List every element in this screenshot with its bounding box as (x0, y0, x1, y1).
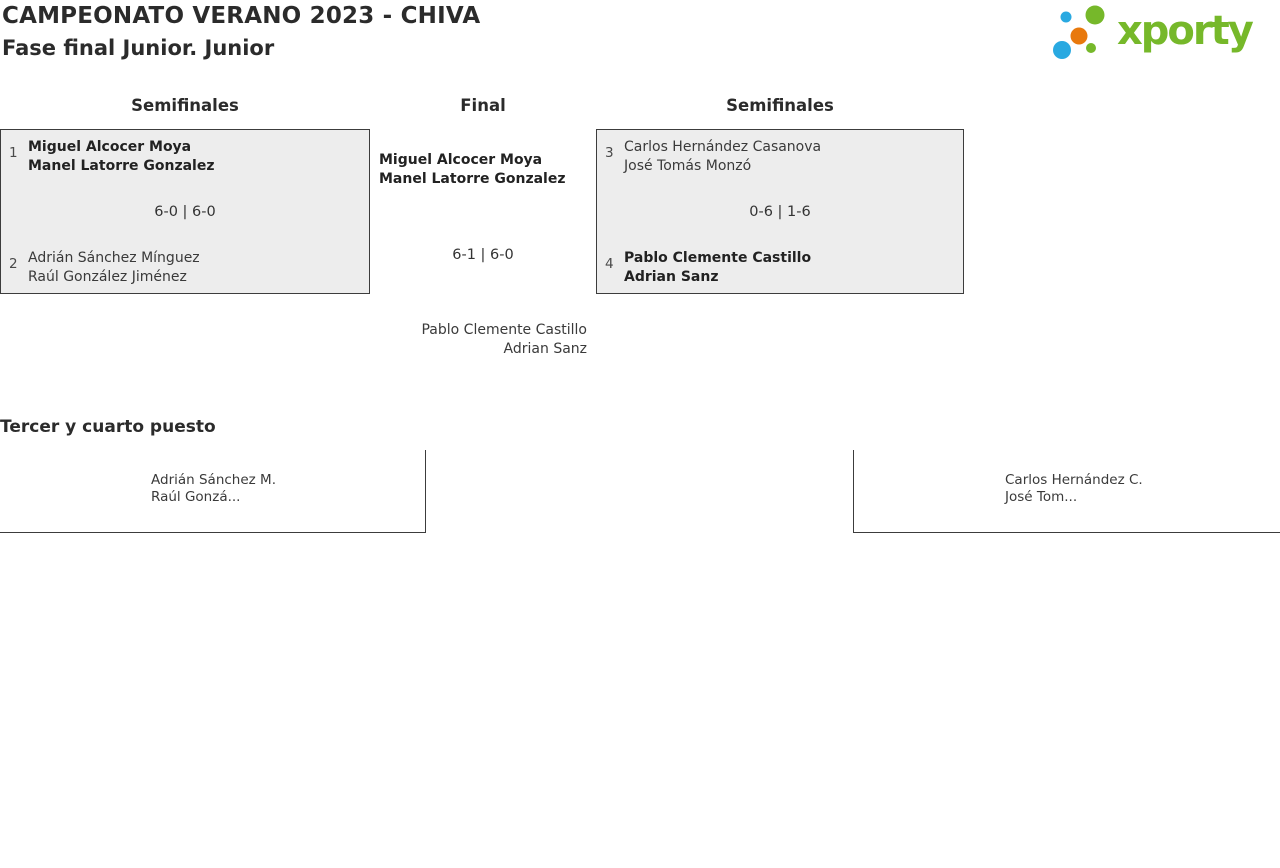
logo-text: xporty (1117, 8, 1254, 54)
team-pair: Carlos Hernández C. José Tom... (1005, 472, 1143, 506)
team-pair: Miguel Alcocer Moya Manel Latorre Gonzal… (379, 151, 587, 189)
team-name-line: Pablo Clemente Castillo (624, 250, 812, 266)
team-pair: Carlos Hernández Casanova José Tomás Mon… (624, 138, 955, 176)
third-place-match-right[interactable] (853, 450, 1280, 533)
team-pair: Adrián Sánchez M. Raúl Gonzá... (151, 472, 276, 506)
seed-number: 1 (9, 145, 18, 161)
match-score: 0-6 | 1-6 (749, 204, 811, 220)
team-name-line: Adrián Sánchez M. (151, 472, 276, 488)
team-pair: Pablo Clemente Castillo Adrian Sanz (379, 321, 587, 359)
round-header-semifinals-left: Semifinales (131, 96, 239, 115)
third-place-match-left[interactable] (0, 450, 426, 533)
team-name-line: Manel Latorre Gonzalez (28, 158, 215, 174)
seed-number: 2 (9, 256, 18, 272)
team-name-line: Pablo Clemente Castillo (421, 322, 587, 338)
team-name-line: José Tomás Monzó (624, 158, 752, 174)
team-name-line: Adrián Sánchez Mínguez (28, 250, 200, 266)
team-name-line: Adrian Sanz (624, 269, 719, 285)
seed-number: 3 (605, 145, 614, 161)
team-name-line: José Tom... (1005, 489, 1078, 505)
team-name-line: Manel Latorre Gonzalez (379, 171, 566, 187)
match-score: 6-0 | 6-0 (154, 204, 216, 220)
team-name-line: Raúl Gonzá... (151, 489, 241, 505)
page-title: CAMPEONATO VERANO 2023 - CHIVA (2, 3, 481, 29)
match-box-semifinal-right[interactable]: 3 Carlos Hernández Casanova José Tomás M… (596, 129, 964, 294)
match-score: 6-1 | 6-0 (452, 247, 514, 263)
seed-number: 4 (605, 256, 614, 272)
xporty-logo[interactable]: xporty (1048, 1, 1254, 67)
team-name-line: Adrian Sanz (503, 341, 587, 357)
team-pair: Miguel Alcocer Moya Manel Latorre Gonzal… (28, 138, 361, 176)
round-header-final: Final (460, 96, 506, 115)
logo-dots-icon (1048, 1, 1112, 67)
team-pair: Adrián Sánchez Mínguez Raúl González Jim… (28, 249, 361, 287)
round-header-semifinals-right: Semifinales (726, 96, 834, 115)
page-subtitle: Fase final Junior. Junior (2, 36, 275, 60)
match-box-semifinal-left[interactable]: 1 Miguel Alcocer Moya Manel Latorre Gonz… (0, 129, 370, 294)
team-name-line: Carlos Hernández Casanova (624, 139, 822, 155)
team-pair: Pablo Clemente Castillo Adrian Sanz (624, 249, 955, 287)
team-name-line: Carlos Hernández C. (1005, 472, 1143, 488)
team-name-line: Raúl González Jiménez (28, 269, 187, 285)
team-name-line: Miguel Alcocer Moya (379, 152, 543, 168)
team-name-line: Miguel Alcocer Moya (28, 139, 192, 155)
third-place-heading: Tercer y cuarto puesto (0, 417, 216, 437)
